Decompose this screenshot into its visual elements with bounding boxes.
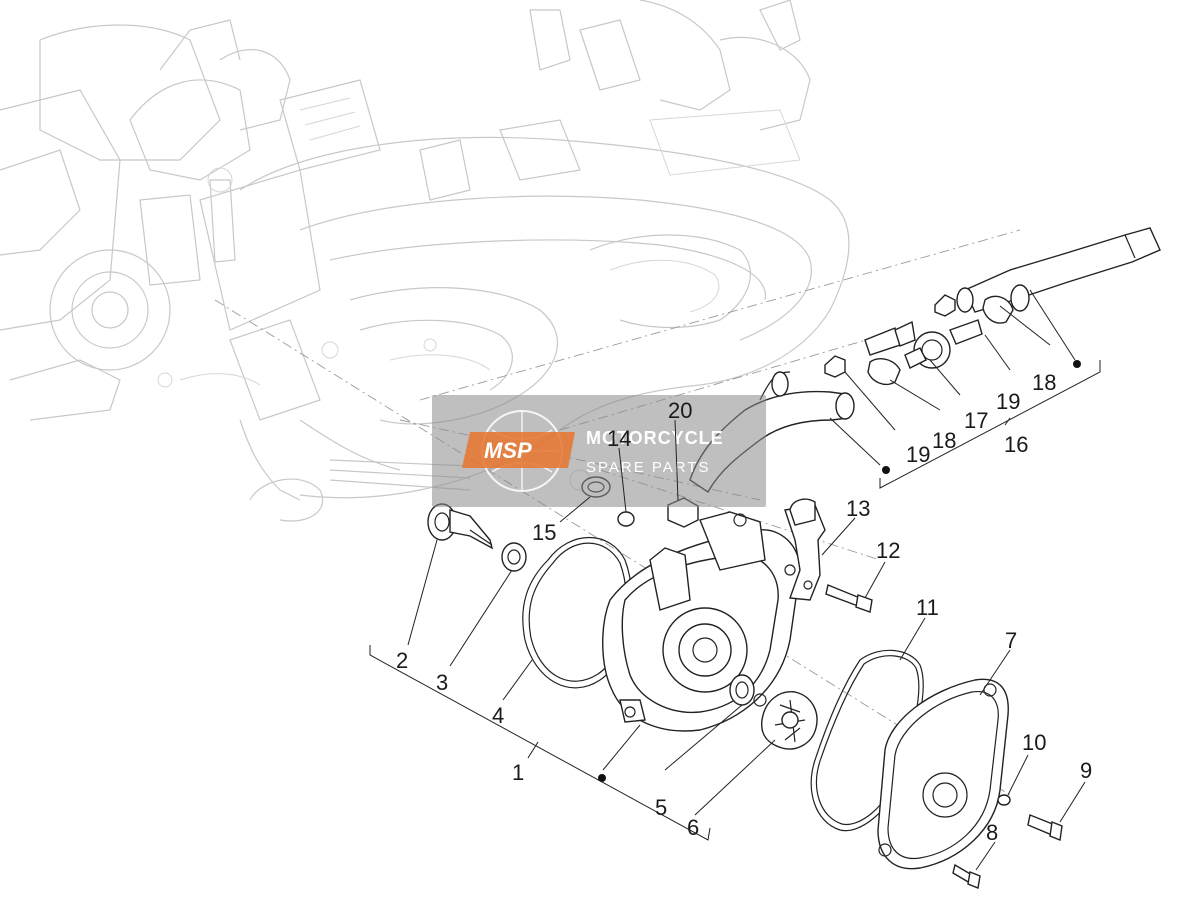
group-bracket-hoses — [879, 360, 1101, 489]
o-ring-large — [522, 537, 633, 689]
label-part-11: 11 — [916, 595, 939, 620]
group-marker-pump — [598, 774, 606, 782]
cover-gasket — [810, 649, 924, 832]
bracket-bolt — [825, 584, 873, 613]
label-part-15: 15 — [532, 520, 556, 545]
label-part-5: 5 — [655, 795, 667, 820]
pipe-bracket — [784, 498, 826, 601]
label-part-1: 1 — [512, 760, 524, 785]
label-part-17: 17 — [964, 408, 988, 433]
label-part-6: 6 — [687, 815, 699, 840]
watermark-logo: MSP — [484, 438, 532, 463]
pump-housing — [602, 511, 801, 732]
fittings-upper — [824, 294, 1014, 386]
cover-washer — [997, 794, 1011, 806]
pump-cover — [877, 678, 1009, 870]
part-number-labels: 1 2 3 4 5 6 7 8 9 10 11 12 13 14 15 16 1… — [396, 370, 1092, 845]
impeller — [761, 691, 818, 750]
watermark-line2: SPARE PARTS — [586, 459, 711, 476]
assembly-axes — [214, 229, 1021, 796]
label-part-4: 4 — [492, 703, 504, 728]
bolt-long — [1027, 814, 1063, 841]
label-part-14: 14 — [607, 426, 631, 451]
bolt-short — [952, 863, 981, 889]
label-part-19-lower: 19 — [906, 442, 930, 467]
leader-lines — [407, 289, 1086, 871]
label-part-8: 8 — [986, 820, 998, 845]
label-part-7: 7 — [1005, 628, 1017, 653]
impeller-seal — [729, 674, 755, 706]
label-part-18-upper: 18 — [1032, 370, 1056, 395]
label-part-9: 9 — [1080, 758, 1092, 783]
label-part-3: 3 — [436, 670, 448, 695]
watermark: MSP MOTORCYCLE SPARE PARTS — [432, 395, 766, 507]
label-part-12: 12 — [876, 538, 900, 563]
group-bracket-pump — [369, 645, 711, 841]
label-part-16: 16 — [1004, 432, 1028, 457]
label-part-19-upper: 19 — [996, 389, 1020, 414]
label-part-20: 20 — [668, 398, 692, 423]
watermark-line1: MOTORCYCLE — [586, 428, 724, 448]
label-part-13: 13 — [846, 496, 870, 521]
bearing-small — [501, 542, 527, 572]
label-part-2: 2 — [396, 648, 408, 673]
impeller-shaft — [427, 503, 494, 550]
label-part-18-lower: 18 — [932, 428, 956, 453]
engine-background — [0, 0, 850, 522]
group-marker-hose-lower — [882, 466, 890, 474]
label-part-10: 10 — [1022, 730, 1046, 755]
group-marker-hose-upper — [1073, 360, 1081, 368]
